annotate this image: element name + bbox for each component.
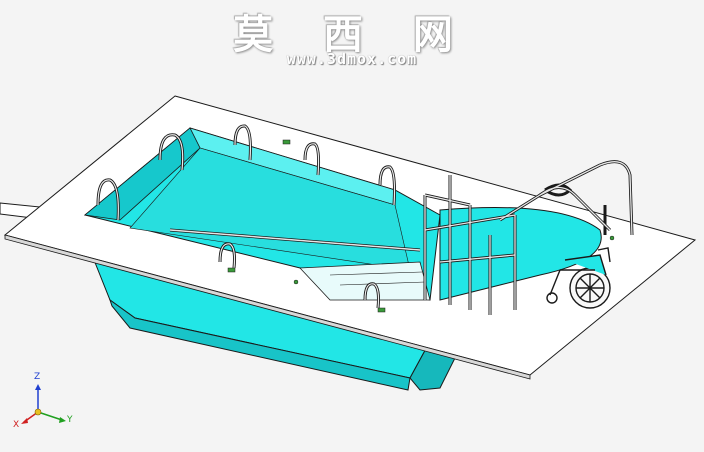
deck-slab-edge [4,234,531,380]
wheelchair-icon [546,247,611,309]
pool-body-lower [109,298,411,391]
pool-inner-left-wall [84,127,201,221]
axis-label-x: X [13,420,20,430]
hot-tub [439,207,602,301]
watermark-url: www.3dmox.com [286,50,418,68]
axis-label-z: Z [34,372,41,382]
axis-label-y: Y [67,415,73,425]
watermark-title: 莫 西 网 [233,11,471,58]
axis-triad-icon [21,384,66,424]
pool-steps [299,261,431,301]
deck-fittings [227,139,615,313]
